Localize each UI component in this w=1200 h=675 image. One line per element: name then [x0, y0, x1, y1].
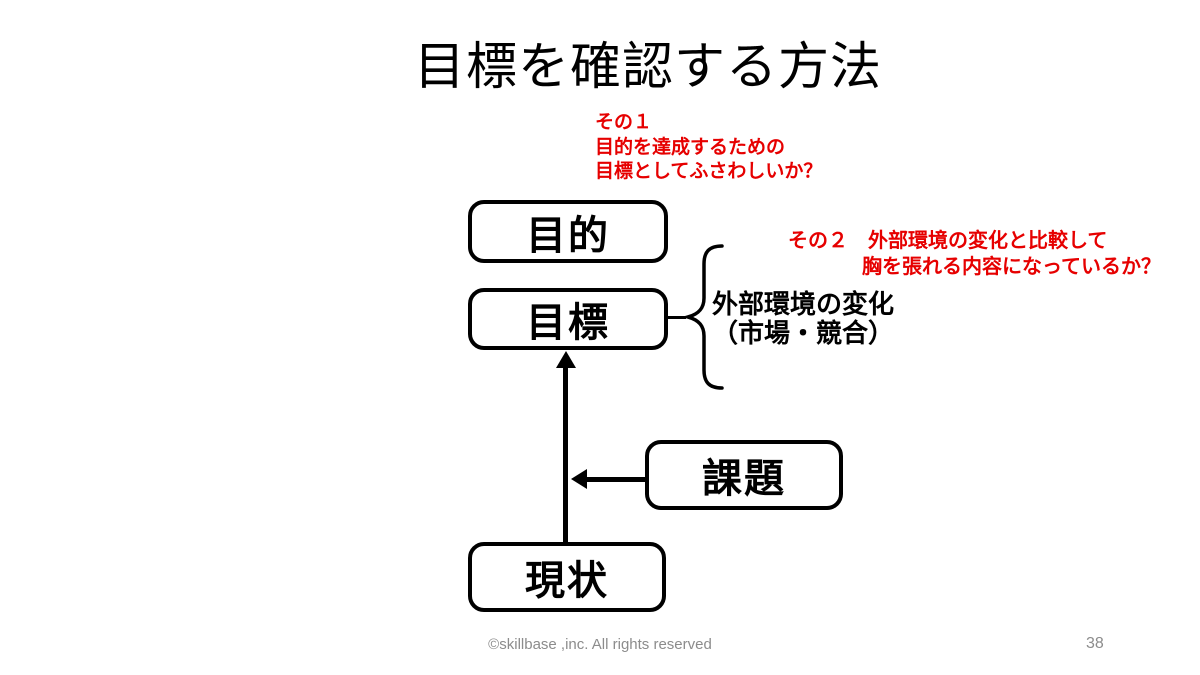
note-1-line-1: その１: [595, 112, 653, 133]
brace-label: 外部環境の変化 （市場・競合）: [712, 290, 894, 348]
arrow-issue-to-line-shaft: [586, 477, 646, 482]
footer-copyright: ©skillbase ,inc. All rights reserved: [488, 636, 712, 653]
box-purpose: 目的: [468, 200, 668, 263]
note-1-line-3: 目標としてふさわしいか？: [595, 161, 823, 182]
arrow-left-icon: [571, 469, 587, 489]
curly-brace-icon: [682, 244, 724, 390]
note-2-line-1: その２ 外部環境の変化と比較して: [788, 230, 1108, 252]
note-2-line-2: 胸を張れる内容になっているか？: [862, 256, 1161, 278]
box-goal-label: 目標: [526, 301, 610, 345]
slide-title: 目標を確認する方法: [413, 38, 883, 95]
arrow-up-icon: [556, 351, 576, 368]
note-1: その１ 目的を達成するための 目標としてふさわしいか？: [595, 111, 822, 185]
page-number: 38: [1086, 635, 1104, 652]
box-current-label: 現状: [525, 559, 609, 603]
box-issue: 課題: [645, 440, 843, 510]
box-current: 現状: [468, 542, 666, 612]
arrow-current-to-goal-shaft: [563, 366, 568, 542]
brace-connector-line: [668, 316, 686, 319]
note-2: その２ 外部環境の変化と比較して 胸を張れる内容になっているか？: [788, 228, 1161, 280]
box-purpose-label: 目的: [526, 213, 610, 258]
brace-label-line-2: （市場・競合）: [712, 318, 895, 348]
box-goal: 目標: [468, 288, 668, 350]
box-issue-label: 課題: [702, 457, 786, 501]
note-1-line-2: 目的を達成するための: [595, 136, 786, 158]
brace-label-line-1: 外部環境の変化: [712, 289, 895, 319]
